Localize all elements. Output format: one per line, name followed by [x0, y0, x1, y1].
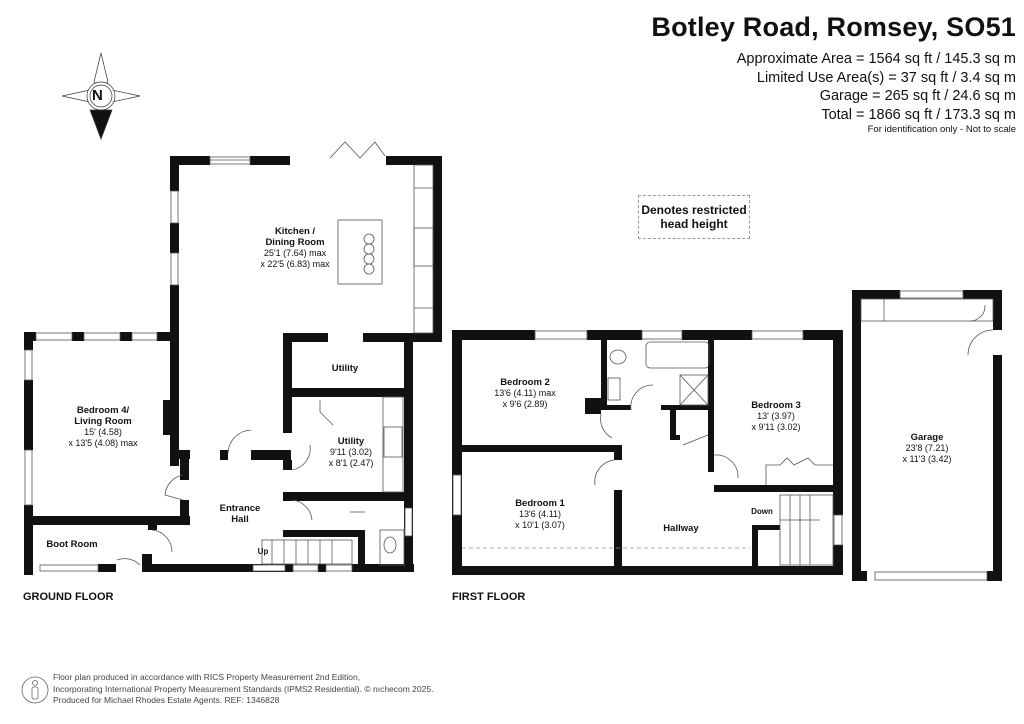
stairs-up-label: Up — [257, 547, 269, 556]
room-hallway: Hallway — [663, 523, 699, 534]
restricted-head-height-legend: Denotes restricted head height — [638, 195, 750, 239]
first-floor-fixtures — [452, 330, 843, 566]
area-garage: Garage = 265 sq ft / 24.6 sq m — [819, 88, 1016, 104]
room-bedroom4-living: Bedroom 4/Living Room 15' (4.58)x 13'5 (… — [68, 405, 138, 448]
room-utility-1: Utility — [331, 363, 359, 374]
area-limited-use: Limited Use Area(s) = 37 sq ft / 3.4 sq … — [756, 69, 1016, 86]
garage-walls — [852, 290, 1002, 581]
property-title: Botley Road, Romsey, SO51 — [651, 12, 1016, 42]
stairs-down-label: Down — [751, 507, 773, 516]
compass-north-letter: N — [92, 87, 103, 104]
ground-floor-fixtures — [24, 141, 434, 572]
area-summary: Approximate Area = 1564 sq ft / 145.3 sq… — [737, 50, 1016, 124]
north-compass-icon — [61, 52, 141, 140]
ground-floor-walls — [24, 156, 442, 575]
area-total: Total = 1866 sq ft / 173.3 sq m — [821, 106, 1016, 123]
room-utility-2: Utility 9'11 (3.02)x 8'1 (2.47) — [328, 436, 374, 468]
ground-floor-label: GROUND FLOOR — [23, 591, 114, 603]
room-bedroom-3: Bedroom 3 13' (3.97)x 9'11 (3.02) — [751, 400, 801, 432]
footer-disclaimer: Floor plan produced in accordance with R… — [53, 672, 434, 705]
first-floor-walls — [452, 330, 843, 575]
measurement-standard-icon — [21, 676, 49, 704]
room-garage: Garage 23'8 (7.21)x 11'3 (3.42) — [902, 432, 952, 464]
room-boot-room: Boot Room — [46, 539, 98, 550]
scale-note: For identification only - Not to scale — [867, 124, 1016, 135]
area-approximate: Approximate Area = 1564 sq ft / 145.3 sq… — [736, 51, 1016, 67]
first-floor-label: FIRST FLOOR — [452, 591, 526, 603]
room-bedroom-1: Bedroom 1 13'6 (4.11)x 10'1 (3.07) — [515, 498, 565, 530]
